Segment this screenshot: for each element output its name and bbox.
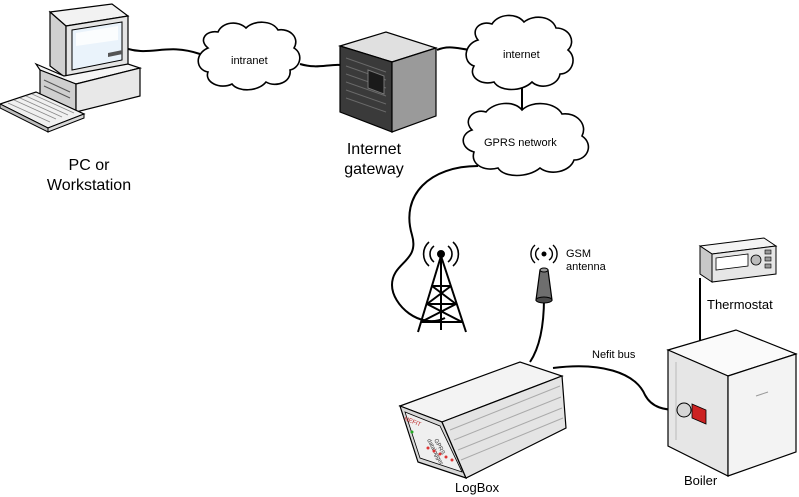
gateway-label-line1: Internet [346,141,402,158]
intranet-label: intranet [231,55,268,67]
pc-label-line1: PC or [68,157,110,174]
gsm-antenna-label: GSM antenna [566,248,606,274]
logbox-label: LogBox [455,480,500,495]
cable-gprs-tower [390,165,479,323]
thermostat-label: Thermostat [707,297,773,312]
connection-cables [121,46,701,411]
pc-label-line2: Workstation [46,177,132,194]
gsm-label-line2: antenna [566,261,606,273]
internet-cloud [465,14,574,91]
gsm-label-line1: GSM [566,248,592,260]
internet-gateway-server [337,31,438,133]
cable-logbox-boiler [552,365,679,411]
cable-antenna-logbox [529,297,545,363]
gateway-label-line2: gateway [344,161,404,178]
internet-label: internet [503,49,540,61]
nefit-bus-label: Nefit bus [592,349,636,361]
pc-workstation [0,3,143,133]
cable-pc-intranet [121,46,201,55]
gprs-network-label: GPRS network [484,137,557,149]
boiler-label: Boiler [684,473,718,488]
logbox-device: NEFIT GPRS datalogger [398,361,567,479]
pc-workstation-label: PC or Workstation [34,156,144,196]
cell-tower [417,241,467,333]
gprs-network-cloud [462,102,590,177]
gsm-antenna [530,244,558,304]
boiler-device [666,329,798,477]
internet-gateway-label: Internet gateway [326,140,422,180]
thermostat-device [698,237,778,283]
intranet-cloud [197,21,301,91]
